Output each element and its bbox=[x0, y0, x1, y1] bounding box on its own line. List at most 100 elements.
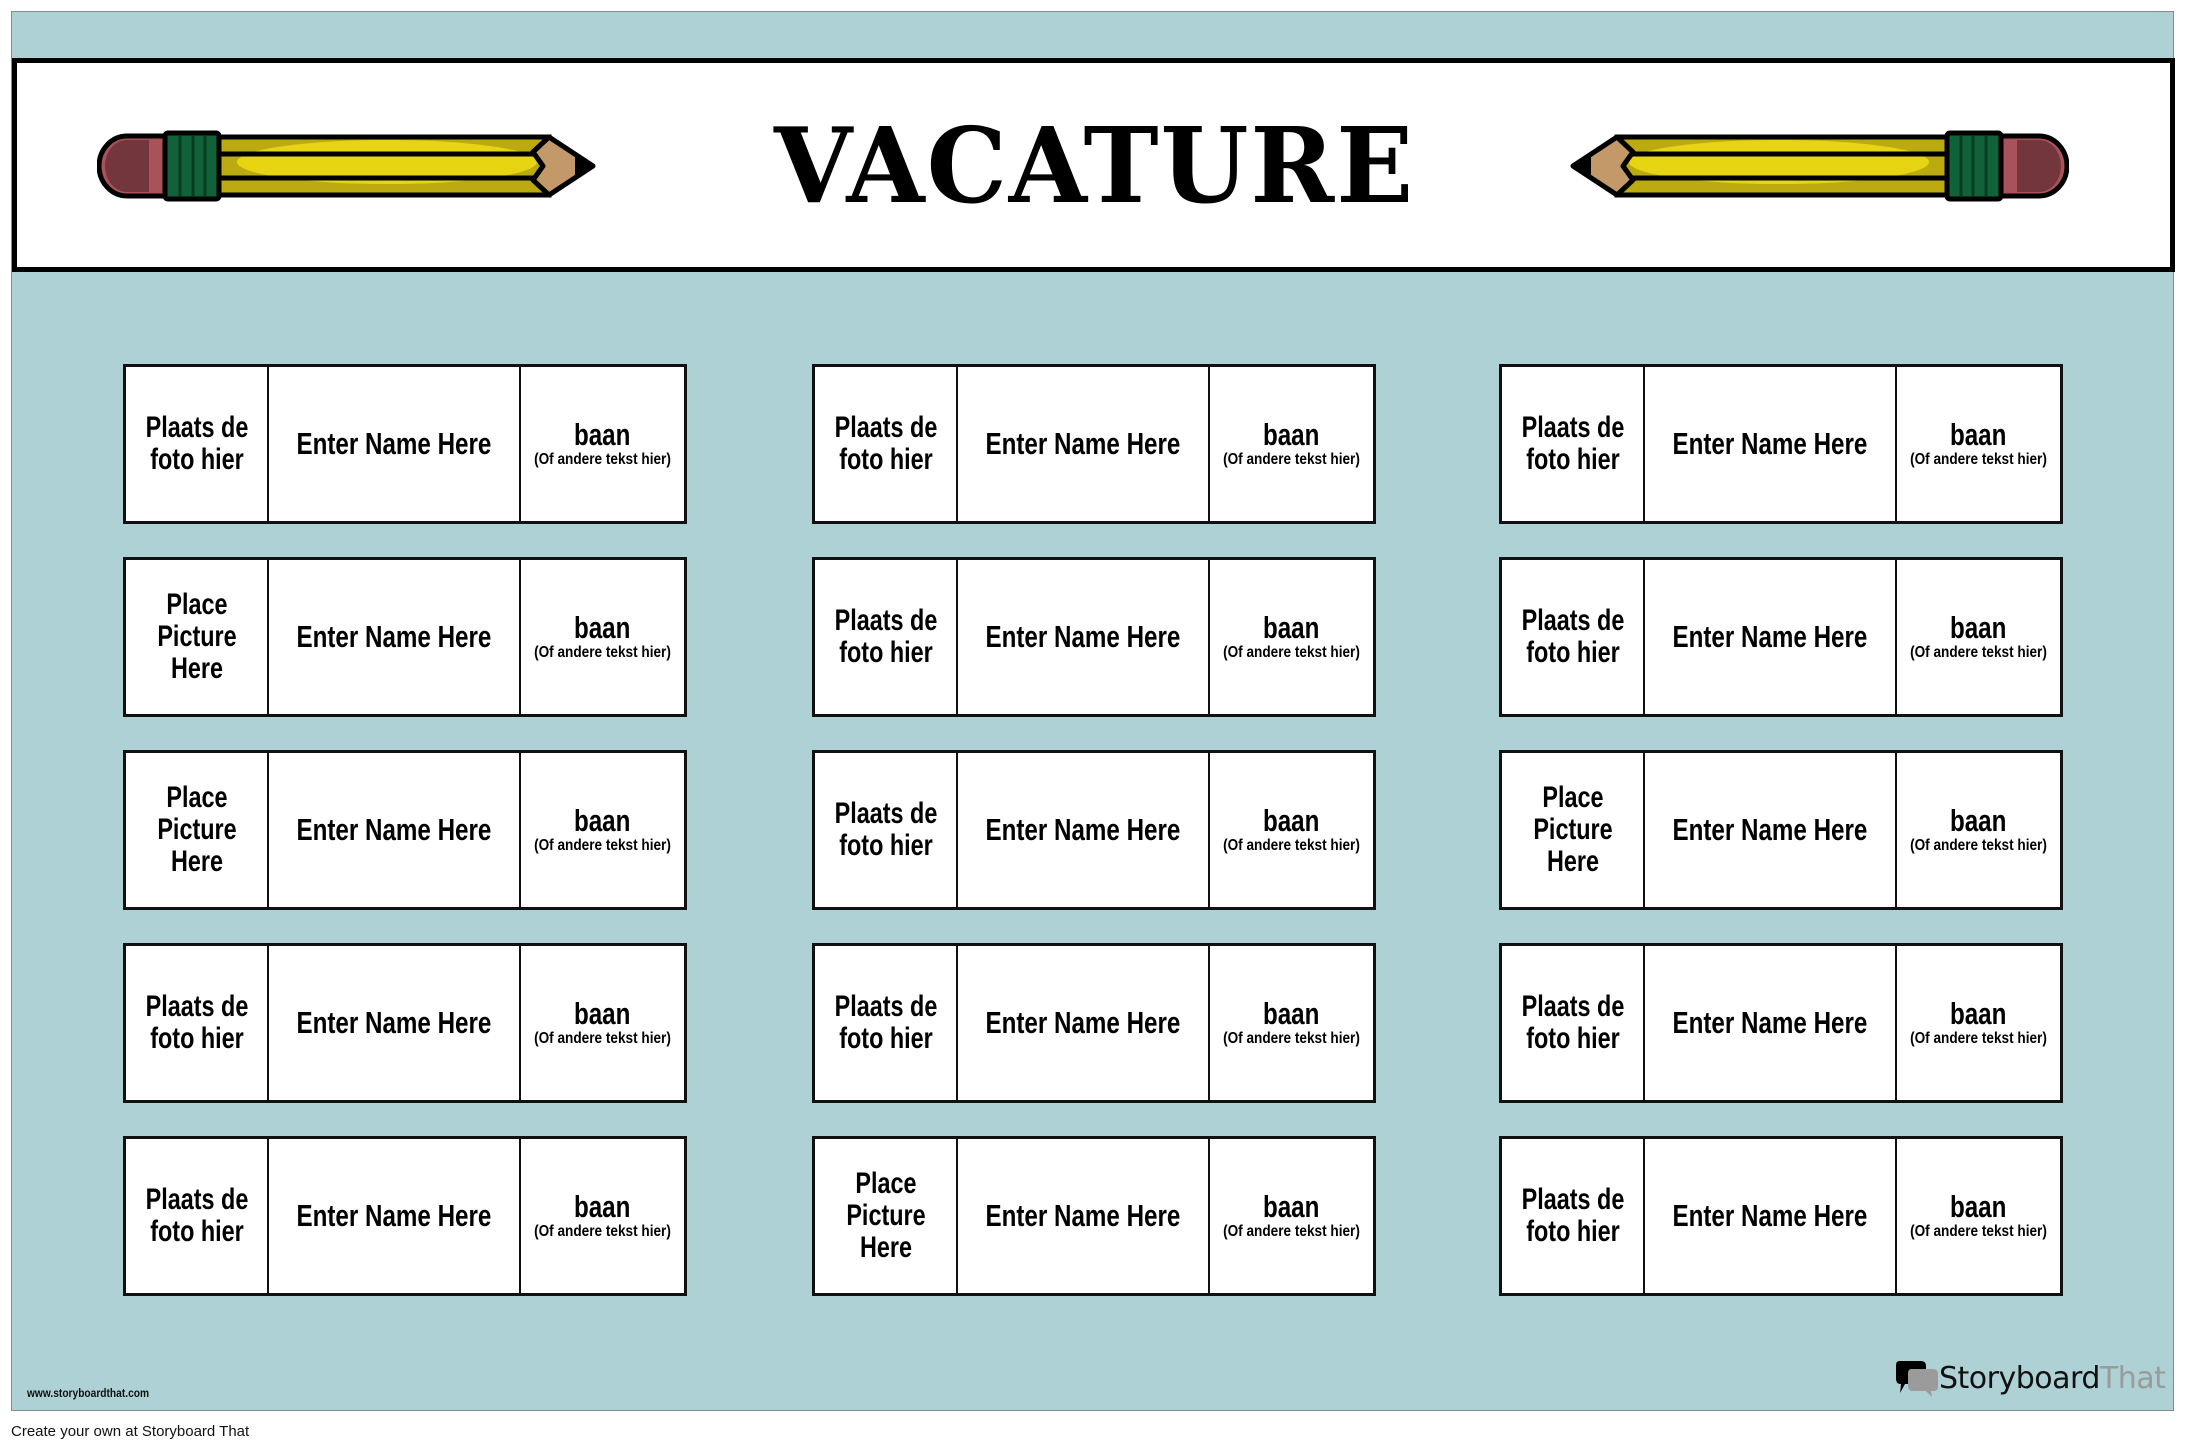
name-field[interactable]: Enter Name Here bbox=[1645, 1139, 1897, 1293]
employee-card: Plaats de foto hier Enter Name Here baan… bbox=[1499, 364, 2063, 524]
job-subtext: (Of andere tekst hier) bbox=[534, 1030, 671, 1047]
name-field[interactable]: Enter Name Here bbox=[269, 367, 521, 521]
job-field[interactable]: baan (Of andere tekst hier) bbox=[1897, 753, 2060, 907]
photo-placeholder[interactable]: Plaats de foto hier bbox=[1502, 560, 1645, 714]
photo-placeholder-text: Place Picture Here bbox=[845, 1167, 926, 1264]
job-title-text: baan bbox=[1263, 1189, 1320, 1224]
name-text: Enter Name Here bbox=[985, 812, 1181, 847]
job-title-text: baan bbox=[1263, 803, 1320, 838]
photo-placeholder[interactable]: Place Picture Here bbox=[1502, 753, 1645, 907]
job-title-text: baan bbox=[574, 996, 631, 1031]
job-field[interactable]: baan (Of andere tekst hier) bbox=[1897, 946, 2060, 1100]
photo-placeholder-text: Plaats de foto hier bbox=[834, 411, 937, 476]
job-subtext: (Of andere tekst hier) bbox=[1910, 644, 2047, 661]
job-field[interactable]: baan (Of andere tekst hier) bbox=[521, 367, 684, 521]
job-subtext: (Of andere tekst hier) bbox=[534, 644, 671, 661]
job-field[interactable]: baan (Of andere tekst hier) bbox=[521, 753, 684, 907]
name-text: Enter Name Here bbox=[1672, 1198, 1868, 1233]
photo-placeholder-text: Plaats de foto hier bbox=[834, 797, 937, 862]
name-text: Enter Name Here bbox=[1672, 619, 1868, 654]
photo-placeholder-text: Plaats de foto hier bbox=[1521, 1183, 1624, 1248]
name-field[interactable]: Enter Name Here bbox=[958, 560, 1210, 714]
name-field[interactable]: Enter Name Here bbox=[958, 367, 1210, 521]
name-field[interactable]: Enter Name Here bbox=[1645, 946, 1897, 1100]
employee-card: Plaats de foto hier Enter Name Here baan… bbox=[1499, 943, 2063, 1103]
job-field[interactable]: baan (Of andere tekst hier) bbox=[521, 560, 684, 714]
photo-placeholder[interactable]: Place Picture Here bbox=[126, 560, 269, 714]
employee-card: Plaats de foto hier Enter Name Here baan… bbox=[812, 557, 1376, 717]
job-field[interactable]: baan (Of andere tekst hier) bbox=[521, 946, 684, 1100]
job-subtext: (Of andere tekst hier) bbox=[534, 837, 671, 854]
employee-card: Plaats de foto hier Enter Name Here baan… bbox=[812, 943, 1376, 1103]
photo-placeholder[interactable]: Plaats de foto hier bbox=[815, 946, 958, 1100]
name-field[interactable]: Enter Name Here bbox=[269, 1139, 521, 1293]
storyboardthat-logo[interactable]: StoryboardThat bbox=[1895, 1358, 2166, 1398]
name-field[interactable]: Enter Name Here bbox=[269, 560, 521, 714]
job-subtext: (Of andere tekst hier) bbox=[1910, 451, 2047, 468]
photo-placeholder-text: Plaats de foto hier bbox=[834, 604, 937, 669]
employee-card: Plaats de foto hier Enter Name Here baan… bbox=[123, 1136, 687, 1296]
job-field[interactable]: baan (Of andere tekst hier) bbox=[1897, 560, 2060, 714]
job-title-text: baan bbox=[574, 803, 631, 838]
name-field[interactable]: Enter Name Here bbox=[1645, 367, 1897, 521]
name-field[interactable]: Enter Name Here bbox=[269, 946, 521, 1100]
page-title[interactable]: VACATURE bbox=[773, 103, 1416, 227]
employee-card: Place Picture Here Enter Name Here baan … bbox=[123, 750, 687, 910]
employee-card: Plaats de foto hier Enter Name Here baan… bbox=[812, 364, 1376, 524]
job-subtext: (Of andere tekst hier) bbox=[1910, 1223, 2047, 1240]
footer-credit[interactable]: Create your own at Storyboard That bbox=[11, 1423, 250, 1440]
name-field[interactable]: Enter Name Here bbox=[958, 1139, 1210, 1293]
name-field[interactable]: Enter Name Here bbox=[958, 946, 1210, 1100]
job-title-text: baan bbox=[574, 1189, 631, 1224]
name-field[interactable]: Enter Name Here bbox=[1645, 753, 1897, 907]
pencil-icon bbox=[97, 130, 596, 202]
name-text: Enter Name Here bbox=[985, 1198, 1181, 1233]
photo-placeholder-text: Place Picture Here bbox=[156, 588, 237, 685]
employee-card: Plaats de foto hier Enter Name Here baan… bbox=[1499, 557, 2063, 717]
job-subtext: (Of andere tekst hier) bbox=[534, 451, 671, 468]
name-text: Enter Name Here bbox=[296, 1005, 492, 1040]
name-text: Enter Name Here bbox=[296, 426, 492, 461]
photo-placeholder[interactable]: Plaats de foto hier bbox=[815, 753, 958, 907]
job-subtext: (Of andere tekst hier) bbox=[1223, 451, 1360, 468]
job-field[interactable]: baan (Of andere tekst hier) bbox=[1210, 1139, 1373, 1293]
photo-placeholder[interactable]: Plaats de foto hier bbox=[1502, 367, 1645, 521]
photo-placeholder[interactable]: Place Picture Here bbox=[126, 753, 269, 907]
photo-placeholder[interactable]: Place Picture Here bbox=[815, 1139, 958, 1293]
photo-placeholder[interactable]: Plaats de foto hier bbox=[126, 1139, 269, 1293]
name-field[interactable]: Enter Name Here bbox=[269, 753, 521, 907]
job-subtext: (Of andere tekst hier) bbox=[1223, 837, 1360, 854]
employee-card: Plaats de foto hier Enter Name Here baan… bbox=[1499, 1136, 2063, 1296]
photo-placeholder[interactable]: Plaats de foto hier bbox=[815, 367, 958, 521]
job-title-text: baan bbox=[1950, 610, 2007, 645]
employee-card: Place Picture Here Enter Name Here baan … bbox=[812, 1136, 1376, 1296]
photo-placeholder[interactable]: Plaats de foto hier bbox=[1502, 1139, 1645, 1293]
photo-placeholder-text: Plaats de foto hier bbox=[1521, 604, 1624, 669]
photo-placeholder-text: Place Picture Here bbox=[156, 781, 237, 878]
name-field[interactable]: Enter Name Here bbox=[958, 753, 1210, 907]
job-title-text: baan bbox=[1950, 996, 2007, 1031]
photo-placeholder[interactable]: Plaats de foto hier bbox=[126, 367, 269, 521]
name-text: Enter Name Here bbox=[985, 426, 1181, 461]
name-text: Enter Name Here bbox=[296, 812, 492, 847]
photo-placeholder[interactable]: Plaats de foto hier bbox=[1502, 946, 1645, 1100]
name-field[interactable]: Enter Name Here bbox=[1645, 560, 1897, 714]
photo-placeholder-text: Plaats de foto hier bbox=[1521, 990, 1624, 1055]
job-field[interactable]: baan (Of andere tekst hier) bbox=[1210, 367, 1373, 521]
name-text: Enter Name Here bbox=[296, 619, 492, 654]
photo-placeholder[interactable]: Plaats de foto hier bbox=[815, 560, 958, 714]
job-title-text: baan bbox=[1263, 996, 1320, 1031]
logo-text: StoryboardThat bbox=[1939, 1360, 2166, 1396]
job-field[interactable]: baan (Of andere tekst hier) bbox=[1210, 946, 1373, 1100]
job-title-text: baan bbox=[1950, 1189, 2007, 1224]
pencil-icon bbox=[1570, 130, 2069, 202]
speech-bubbles-icon bbox=[1896, 1361, 1938, 1397]
photo-placeholder[interactable]: Plaats de foto hier bbox=[126, 946, 269, 1100]
job-field[interactable]: baan (Of andere tekst hier) bbox=[1897, 367, 2060, 521]
job-field[interactable]: baan (Of andere tekst hier) bbox=[1897, 1139, 2060, 1293]
job-field[interactable]: baan (Of andere tekst hier) bbox=[1210, 560, 1373, 714]
job-field[interactable]: baan (Of andere tekst hier) bbox=[521, 1139, 684, 1293]
job-subtext: (Of andere tekst hier) bbox=[1223, 644, 1360, 661]
photo-placeholder-text: Place Picture Here bbox=[1532, 781, 1613, 878]
job-field[interactable]: baan (Of andere tekst hier) bbox=[1210, 753, 1373, 907]
